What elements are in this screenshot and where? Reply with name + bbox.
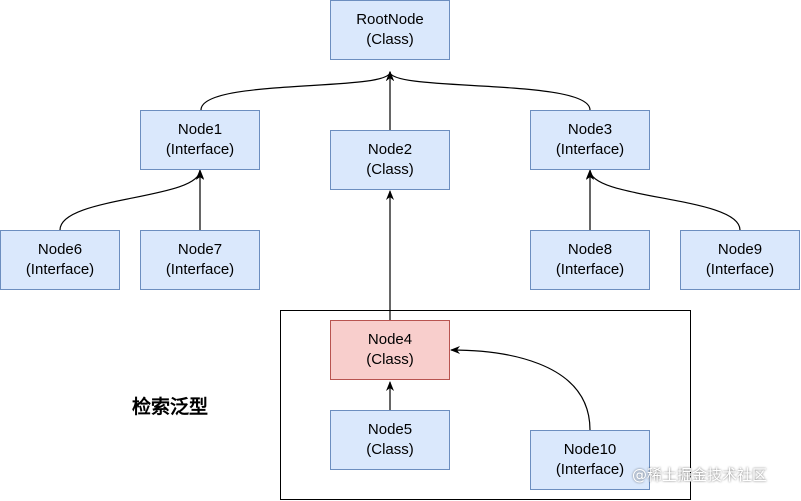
node-9-name: Node9 [717, 241, 763, 258]
node-1: Node1 (Interface) [140, 110, 260, 170]
node-root-name: RootNode [356, 11, 424, 28]
node-2-name: Node2 [367, 141, 413, 158]
node-8: Node8 (Interface) [530, 230, 650, 290]
node-4-name: Node4 [367, 331, 413, 348]
edge-node9-node3 [586, 169, 741, 231]
node-10: Node10 (Interface) [530, 430, 650, 490]
node-root-kind: (Class) [366, 31, 414, 48]
node-7-name: Node7 [177, 241, 223, 258]
node-5-name: Node5 [367, 421, 413, 438]
node-9: Node9 (Interface) [680, 230, 800, 290]
node-8-name: Node8 [567, 241, 613, 258]
node-3-kind: (Interface) [555, 141, 625, 158]
node-5-kind: (Class) [366, 441, 414, 458]
node-1-name: Node1 [177, 121, 223, 138]
watermark: @稀土掘金技术社区 [632, 466, 768, 484]
edge-node10-node4 [450, 346, 591, 431]
node-4-kind: (Class) [366, 351, 414, 368]
node-3: Node3 (Interface) [530, 110, 650, 170]
node-6-name: Node6 [37, 241, 83, 258]
node-10-name: Node10 [563, 441, 617, 458]
node-6-kind: (Interface) [25, 261, 95, 278]
node-root: RootNode (Class) [330, 0, 450, 60]
node-8-kind: (Interface) [555, 261, 625, 278]
node-5: Node5 (Class) [330, 410, 450, 470]
edge-node1-root [200, 71, 394, 111]
edge-node3-root [386, 71, 591, 111]
edge-node6-node1 [59, 169, 204, 231]
node-9-kind: (Interface) [705, 261, 775, 278]
node-2: Node2 (Class) [330, 130, 450, 190]
node-6: Node6 (Interface) [0, 230, 120, 290]
node-4: Node4 (Class) [330, 320, 450, 380]
generic-retrieval-group [280, 310, 691, 500]
node-1-kind: (Interface) [165, 141, 235, 158]
node-7-kind: (Interface) [165, 261, 235, 278]
node-10-kind: (Interface) [555, 461, 625, 478]
node-2-kind: (Class) [366, 161, 414, 178]
node-7: Node7 (Interface) [140, 230, 260, 290]
node-3-name: Node3 [567, 121, 613, 138]
group-label: 检索泛型 [132, 396, 209, 418]
